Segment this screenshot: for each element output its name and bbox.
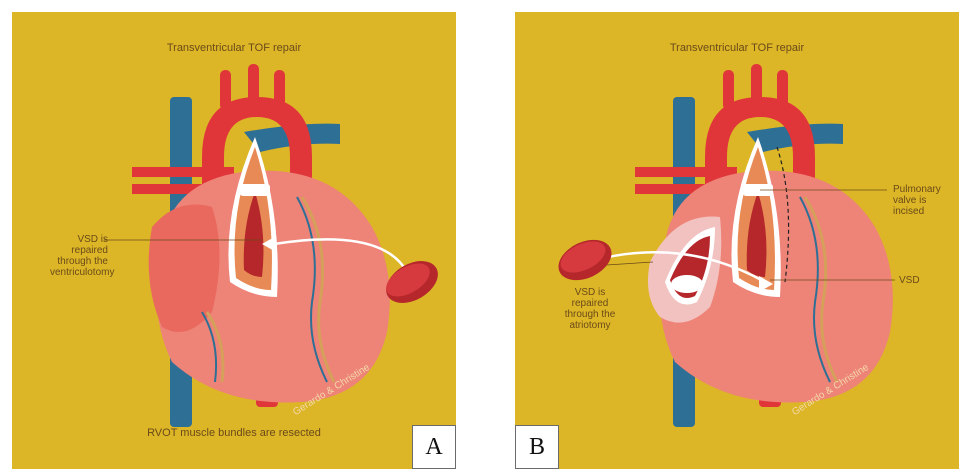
panel-b-title: Transventricular TOF repair — [515, 42, 959, 54]
panel-a-caption: RVOT muscle bundles are resected — [12, 427, 456, 439]
panel-b-letter: B — [515, 425, 559, 469]
aorta-branch-1 — [723, 70, 734, 110]
aorta-branch-2 — [751, 64, 762, 104]
pulmonary-valve-label: Pulmonary valve is incised — [893, 184, 953, 217]
pulmonary-valve — [240, 184, 270, 196]
panel-b: Transventricular TOF repair Pulmonary va… — [515, 12, 959, 469]
vsd-label: VSD — [899, 275, 920, 286]
aorta-branch-3 — [274, 70, 285, 110]
patch-in-place — [671, 275, 703, 293]
heart-illustration-b — [515, 12, 959, 469]
aorta-branch-3 — [777, 70, 788, 110]
vsd-atriotomy-label: VSD is repaired through the atriotomy — [561, 287, 619, 331]
vsd-repair-label: VSD is repaired through the ventriculoto… — [50, 234, 108, 278]
panel-a-letter: A — [412, 425, 456, 469]
panel-a-title: Transventricular TOF repair — [12, 42, 456, 54]
aorta-branch-2 — [248, 64, 259, 104]
aorta-branch-1 — [220, 70, 231, 110]
panel-a: Transventricular TOF repair VSD is repai… — [12, 12, 456, 469]
